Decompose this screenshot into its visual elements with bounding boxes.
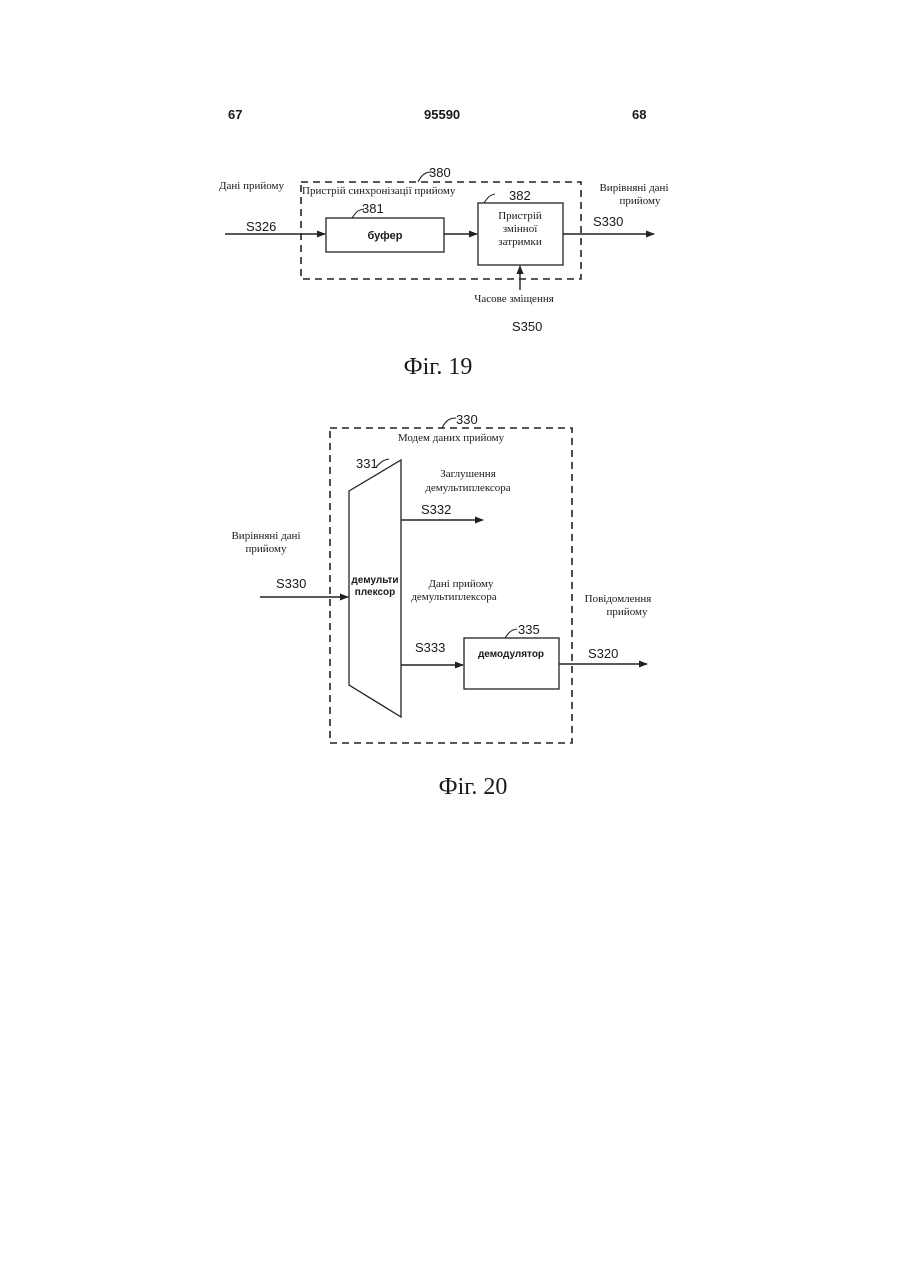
group-330-number: 330: [456, 412, 478, 427]
group-380-number: 380: [429, 165, 451, 180]
delay-382-number: 382: [509, 188, 531, 203]
stuffing-signal-s332: S332: [421, 502, 451, 517]
delay-label-line3: затримки: [498, 236, 542, 248]
offset-signal-s350: S350: [512, 319, 542, 334]
stuffing-label-line2: демультиплексора: [425, 482, 510, 494]
demux-label-line1: демульти: [351, 575, 398, 586]
group-330-leader: [442, 418, 456, 428]
demodulator-block: [464, 638, 559, 689]
stuffing-label-line1: Заглушення: [440, 468, 496, 480]
document-number: 95590: [424, 107, 460, 122]
message-label-line1: Повідомлення: [585, 593, 652, 605]
aligned-input-label-line2: прийому: [246, 543, 287, 555]
output-signal-s330: S330: [593, 214, 623, 229]
delay-382-leader: [484, 194, 495, 203]
aligned-data-label-line2: прийому: [620, 195, 661, 207]
figure-19: 380 Пристрій синхронізації прийому Дані …: [219, 165, 669, 380]
right-page-number: 68: [632, 107, 646, 122]
demux-label-line2: плексор: [355, 587, 395, 598]
input-signal-s330: S330: [276, 576, 306, 591]
delay-label-line2: змінної: [503, 223, 538, 235]
sync-device-label: Пристрій синхронізації прийому: [302, 185, 456, 197]
delay-label-line1: Пристрій: [498, 210, 542, 222]
figure-20: 330 Модем даних прийому 331 демульти пле…: [231, 412, 651, 800]
demux-331-leader: [376, 459, 389, 467]
demux-331-number: 331: [356, 456, 378, 471]
output-signal-s320: S320: [588, 646, 618, 661]
left-page-number: 67: [228, 107, 242, 122]
demod-335-leader: [505, 629, 517, 638]
buffer-381-number: 381: [362, 201, 384, 216]
modem-label: Модем даних прийому: [398, 432, 505, 444]
aligned-input-label-line1: Вирівняні дані: [231, 530, 300, 542]
aligned-data-label-line1: Вирівняні дані: [599, 182, 668, 194]
figure-19-caption: Фіг. 19: [404, 354, 473, 380]
demodulator-label: демодулятор: [478, 649, 544, 660]
figure-20-caption: Фіг. 20: [439, 774, 508, 800]
demux-data-label-line2: демультиплексора: [411, 591, 496, 603]
time-offset-label: Часове зміщення: [474, 293, 554, 305]
message-label-line2: прийому: [607, 606, 648, 618]
buffer-label: буфер: [368, 230, 403, 242]
input-data-label: Дані прийому: [219, 180, 284, 192]
demux-data-label-line1: Дані прийому: [429, 578, 494, 590]
demod-335-number: 335: [518, 622, 540, 637]
input-signal-s326: S326: [246, 219, 276, 234]
data-signal-s333: S333: [415, 640, 445, 655]
